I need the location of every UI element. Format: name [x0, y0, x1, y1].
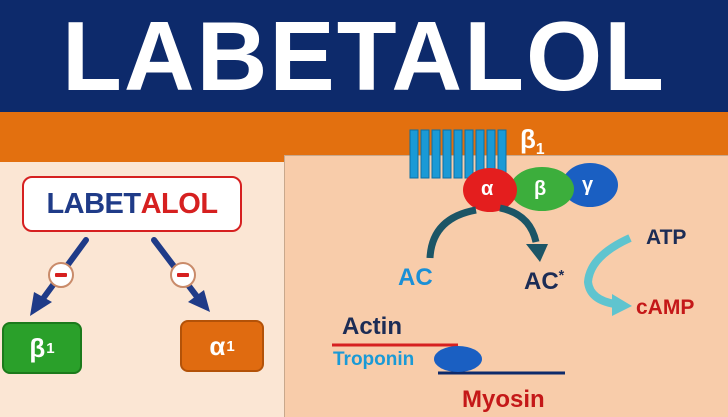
header-banner: LABETALOL	[0, 0, 728, 112]
ac-active-label: AC*	[524, 268, 564, 296]
arrow-icon	[612, 294, 632, 316]
receptor-label: β1	[520, 124, 545, 159]
atp-camp-arrow	[583, 234, 632, 308]
gamma-subunit-label: γ	[582, 174, 594, 196]
troponin-blob	[434, 346, 482, 372]
arrow-icon	[188, 290, 210, 312]
actin-label: Actin	[342, 313, 402, 340]
ac-arc	[426, 206, 477, 259]
orange-band	[0, 112, 728, 162]
receptor-subscript: 1	[535, 141, 545, 159]
alpha-subunit	[463, 168, 517, 212]
atp-label: ATP	[646, 226, 687, 249]
camp-label: cAMP	[636, 296, 695, 319]
page-title: LABETALOL	[61, 1, 667, 111]
ac-label: AC	[398, 264, 433, 291]
arrow-icon	[30, 292, 52, 316]
ac-active-text: AC	[524, 268, 559, 295]
receptor-symbol: β	[520, 124, 536, 154]
inhibition-minus-icon	[170, 262, 196, 288]
myosin-label: Myosin	[462, 386, 545, 413]
ac-active-arrow	[499, 204, 540, 243]
troponin-label: Troponin	[333, 349, 415, 370]
alpha1-subscript: 1	[226, 337, 235, 355]
inhibition-minus-icon	[48, 262, 74, 288]
drug-label-part1: LABET	[46, 187, 141, 220]
arrow-icon	[526, 244, 548, 262]
alpha1-symbol: α	[209, 330, 226, 361]
ac-active-mark: *	[558, 268, 565, 284]
beta-subunit	[510, 167, 574, 211]
gamma-subunit	[562, 163, 618, 207]
alpha-subunit-label: α	[481, 178, 494, 200]
beta1-symbol: β	[29, 332, 46, 363]
beta1-subscript: 1	[46, 339, 55, 357]
beta-subunit-label: β	[534, 178, 547, 200]
drug-label-part2: ALOL	[140, 187, 218, 220]
